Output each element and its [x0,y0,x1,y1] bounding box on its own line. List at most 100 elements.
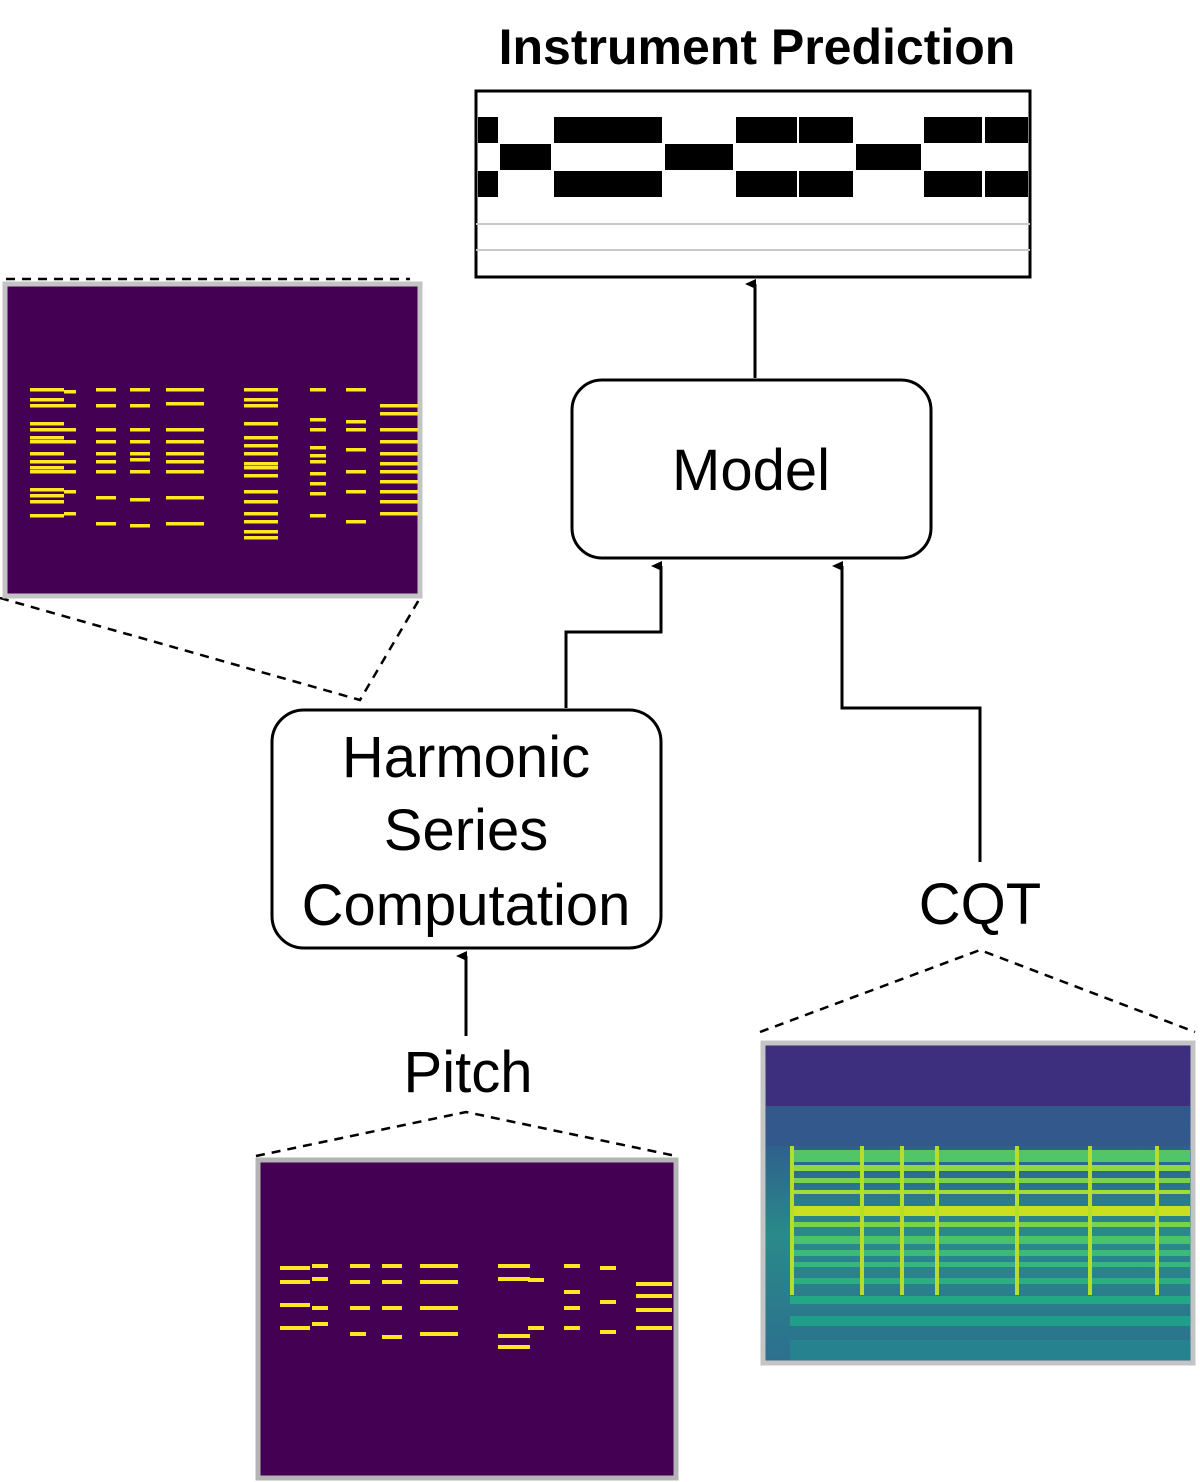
harmonic-note [244,452,278,456]
cqt-callout-lines [759,948,1196,1034]
harmonic-note [30,398,64,402]
pitch-note [564,1326,580,1330]
harmonic-note [244,436,278,440]
prediction-cell-active [924,171,982,197]
cqt-band [790,1340,1190,1360]
harmonic-note [244,474,278,478]
harmonic-note [30,440,64,444]
cqt-band [790,1222,1190,1227]
harmonic-note [310,446,326,450]
pitch-note [350,1332,366,1336]
harmonic-note [30,488,64,492]
harmonic-note [166,428,204,432]
harmonic-note [380,480,418,484]
pitch-note [280,1326,310,1330]
cqt-band [790,1206,1190,1216]
prediction-cell-active [985,117,1028,143]
harmonic-note [64,440,76,444]
harmonic-note [310,492,326,496]
cqt-onset [900,1145,904,1295]
harmonic-note [244,530,278,534]
harmonic-note [30,428,64,432]
prediction-cell-active [985,171,1028,197]
diagram-title: Instrument Prediction [499,19,1016,75]
harmonic-label-line-1: Harmonic [342,725,590,790]
harmonic-note [96,470,116,474]
harmonic-note [244,388,278,392]
harmonic-note [244,398,278,402]
harmonic-note [96,388,116,392]
cqt-spectrogram [760,1040,1196,1366]
pitch-note [350,1280,370,1284]
cqt-noise-floor [766,1046,1190,1106]
pitch-note [280,1280,310,1284]
harmonic-note [380,428,418,432]
pitch-note [600,1330,616,1334]
cqt-band [790,1316,1190,1326]
harmonic-note [346,388,366,392]
pitch-note [280,1303,310,1307]
harmonic-note [30,404,64,408]
cqt-band [790,1150,1190,1162]
pitch-note [498,1345,530,1349]
pitch-note [528,1278,544,1282]
cqt-band [790,1296,1190,1304]
harmonic-note [30,388,64,392]
harmonic-note [130,452,150,456]
harmonic-note [30,470,64,474]
model-node: Model [570,378,933,560]
harmonic-note [244,520,278,524]
harmonic-note [244,422,278,426]
harmonic-note [64,428,76,432]
harmonic-label-line-3: Computation [302,873,631,938]
harmonic-note [96,460,116,464]
pitch-note [564,1306,580,1310]
pitch-note [600,1300,616,1304]
prediction-cell-active [924,117,982,143]
cqt-band [790,1178,1190,1183]
harmonic-note [30,422,64,426]
harmonic-note [166,496,204,500]
harmonic-callout-lines [0,596,422,702]
cqt-onset [860,1145,864,1295]
prediction-cell-active [478,171,498,197]
instrument-prediction-grid [474,89,1032,279]
harmonic-series-roll [2,281,423,599]
pitch-label: Pitch [404,1040,533,1105]
harmonic-note [310,428,326,432]
harmonic-note [30,494,64,498]
cqt-onset [790,1145,794,1295]
harmonic-note [244,462,278,466]
prediction-cell-active [665,144,733,170]
harmonic-note [346,428,366,432]
cqt-band [790,1165,1190,1171]
cqt-band [790,1236,1190,1244]
harmonic-note [380,500,418,504]
prediction-cell-active [500,144,551,170]
harmonic-roll-notes [30,388,418,540]
harmonic-note [380,470,418,474]
harmonic-note [166,440,204,444]
harmonic-note [310,418,326,422]
pitch-note [382,1280,402,1284]
harmonic-note [310,454,326,458]
harmonic-note [30,436,64,440]
harmonic-note [380,452,418,456]
harmonic-note [130,470,150,474]
harmonic-note [64,460,76,464]
pitch-note [636,1282,672,1286]
cqt-onset [935,1145,939,1295]
harmonic-note [96,452,116,456]
harmonic-label-line-2: Series [384,798,548,863]
pitch-note [312,1306,328,1310]
harmonic-note [130,524,150,528]
pitch-note [420,1306,458,1310]
harmonic-note [380,512,418,516]
harmonic-note [166,452,204,456]
harmonic-note [96,496,116,500]
pitch-note [312,1264,328,1268]
harmonic-note [130,440,150,444]
harmonic-note [380,462,418,466]
harmonic-note [96,404,116,408]
